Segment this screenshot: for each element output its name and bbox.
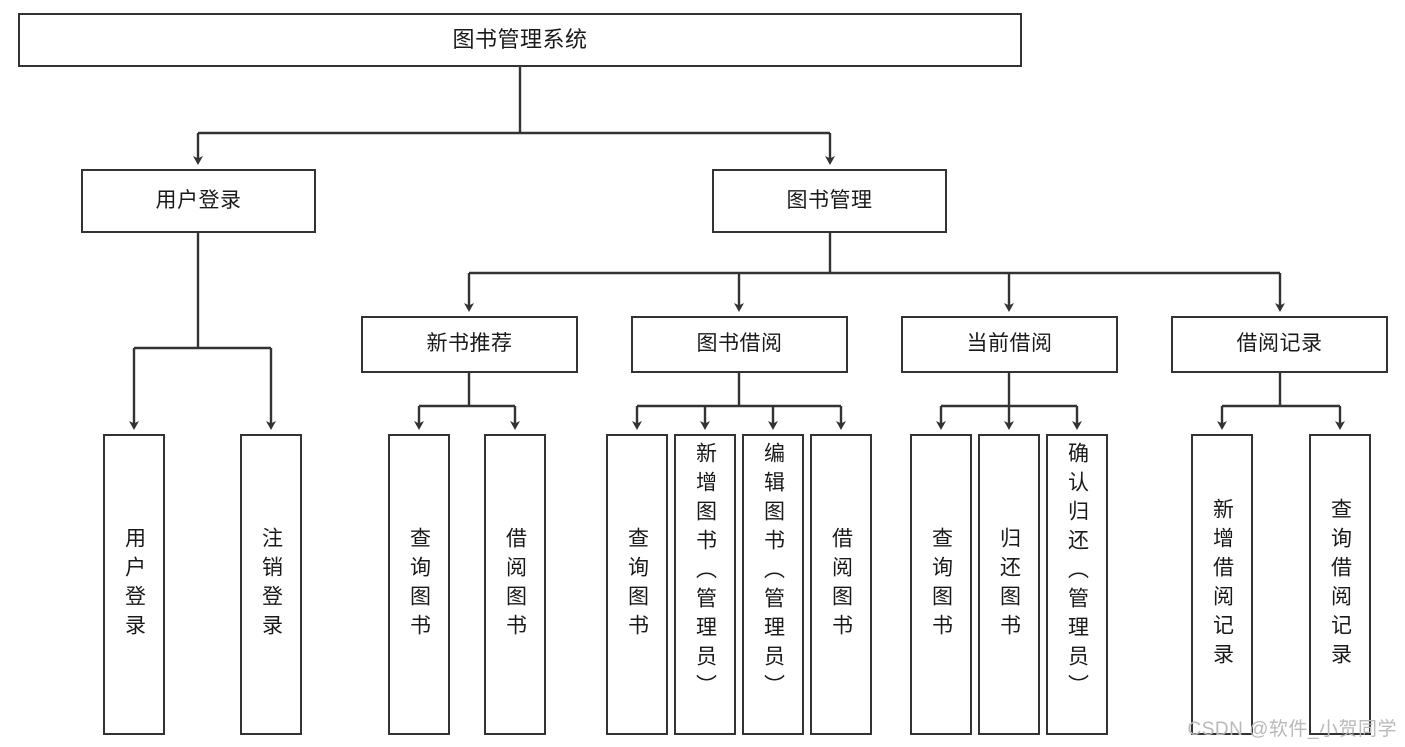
csdn-watermark: CSDN @软件_小贺同学	[1187, 719, 1397, 740]
node-label: 图书管理系统	[452, 27, 588, 53]
node-label: 新增图书（管理员）	[693, 442, 717, 703]
leaf-recommend-borrow-book[interactable]: 借阅图书	[484, 434, 546, 735]
leaf-user-login-logout[interactable]: 注销登录	[240, 434, 302, 735]
node-borrow-record[interactable]: 借阅记录	[1171, 316, 1388, 373]
node-label: 归还图书	[997, 526, 1021, 643]
node-label: 新书推荐	[426, 332, 513, 356]
node-label: 查询图书	[929, 526, 953, 643]
node-label: 用户登录	[122, 526, 146, 643]
node-label: 用户登录	[155, 188, 242, 212]
leaf-record-query-borrow-record[interactable]: 查询借阅记录	[1309, 434, 1371, 735]
leaf-borrow-query-book[interactable]: 查询图书	[606, 434, 668, 735]
node-label: 借阅图书	[829, 526, 853, 643]
node-label: 注销登录	[259, 526, 283, 643]
node-label: 确认归还（管理员）	[1065, 442, 1089, 703]
leaf-borrow-edit-book-admin[interactable]: 编辑图书（管理员）	[742, 434, 804, 735]
node-label: 当前借阅	[966, 332, 1053, 356]
node-book-management[interactable]: 图书管理	[712, 169, 947, 233]
node-label: 图书借阅	[696, 332, 783, 356]
leaf-recommend-query-book[interactable]: 查询图书	[388, 434, 450, 735]
node-label: 查询图书	[407, 526, 431, 643]
node-label: 查询借阅记录	[1328, 497, 1352, 672]
leaf-record-add-borrow-record[interactable]: 新增借阅记录	[1191, 434, 1253, 735]
leaf-borrow-borrow-book[interactable]: 借阅图书	[810, 434, 872, 735]
node-label: 查询图书	[625, 526, 649, 643]
leaf-user-login-login[interactable]: 用户登录	[103, 434, 165, 735]
node-root-book-management-system[interactable]: 图书管理系统	[18, 13, 1022, 67]
node-user-login[interactable]: 用户登录	[81, 169, 316, 233]
leaf-current-return-book[interactable]: 归还图书	[978, 434, 1040, 735]
leaf-borrow-add-book-admin[interactable]: 新增图书（管理员）	[674, 434, 736, 735]
node-label: 图书管理	[786, 188, 873, 212]
node-label: 借阅图书	[503, 526, 527, 643]
node-label: 编辑图书（管理员）	[761, 442, 785, 703]
node-label: 借阅记录	[1236, 332, 1323, 356]
node-new-book-recommend[interactable]: 新书推荐	[361, 316, 578, 373]
node-current-borrow[interactable]: 当前借阅	[901, 316, 1118, 373]
leaf-current-query-book[interactable]: 查询图书	[910, 434, 972, 735]
node-book-borrow[interactable]: 图书借阅	[631, 316, 848, 373]
leaf-current-confirm-return-admin[interactable]: 确认归还（管理员）	[1046, 434, 1108, 735]
node-label: 新增借阅记录	[1210, 497, 1234, 672]
